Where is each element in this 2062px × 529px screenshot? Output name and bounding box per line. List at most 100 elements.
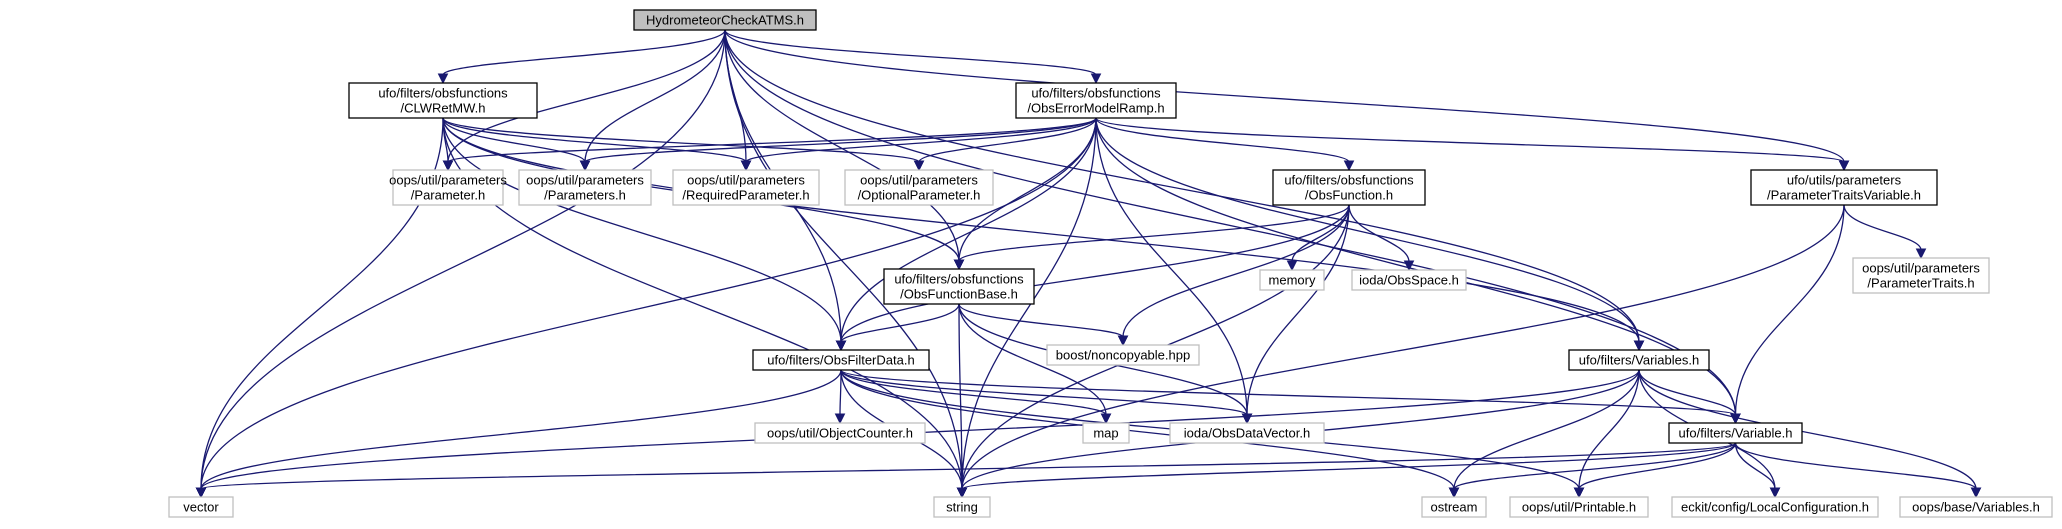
arrowhead-oem-to-params [579,160,591,172]
node-label-map-0: map [1093,426,1118,441]
arrowhead-root-to-oem [1090,73,1102,85]
node-label-root-0: HydrometeorCheckATMS.h [646,13,804,28]
node-params: oops/util/parameters/Parameters.h [518,169,652,206]
edge-root-to-oem [724,29,1097,76]
node-objcnt: oops/util/ObjectCounter.h [754,422,926,444]
node-box-obsspace [1351,269,1467,291]
node-oem[interactable]: ufo/filters/obsfunctions/ObsErrorModelRa… [1015,82,1177,119]
node-box-param [392,169,504,206]
node-clwret[interactable]: ufo/filters/obsfunctions/CLWRetMW.h [348,82,538,119]
node-label-param-1: /Parameter.h [411,188,485,203]
edge-oem-to-obsfunc [1095,117,1350,163]
node-label-reqparam-1: /RequiredParameter.h [682,188,809,203]
arrowhead-root-to-clwret [437,73,449,85]
node-ostream: ostream [1421,496,1487,518]
node-box-boostnc [1046,344,1200,366]
edge-root-to-vars [724,29,1640,343]
node-label-memory-0: memory [1269,273,1316,288]
node-localconf: eckit/config/LocalConfiguration.h [1671,496,1879,518]
arrowhead-var-to-localconf [1769,487,1781,499]
node-vars[interactable]: ufo/filters/Variables.h [1568,349,1710,371]
node-vector: vector [168,496,234,518]
node-box-basevars [1899,496,2053,518]
edge-oem-to-string [961,117,1097,490]
node-box-odv [1169,422,1325,444]
node-printable: oops/util/Printable.h [1509,496,1649,518]
node-label-var-0: ufo/filters/Variable.h [1679,426,1793,441]
node-label-param-0: oops/util/parameters [389,173,507,188]
arrowhead-oem-to-optparam [913,160,925,172]
node-optparam: oops/util/parameters/OptionalParameter.h [844,169,994,206]
node-label-localconf-0: eckit/config/LocalConfiguration.h [1681,500,1869,515]
node-label-boostnc-0: boost/noncopyable.hpp [1056,348,1190,363]
node-label-clwret-1: /CLWRetMW.h [401,101,486,116]
node-map: map [1082,422,1130,444]
edge-root-to-clwret [442,29,726,76]
arrowhead-ptv-to-ptraits [1915,248,1927,260]
edge-obsfunc-to-ofd [840,204,1350,343]
edge-oem-to-ptv [1095,117,1845,163]
node-box-params [518,169,652,206]
arrowhead-var-to-printable [1573,487,1585,499]
node-box-ptraits [1852,257,1990,294]
arrowhead-ofbase-to-ofd [835,340,847,352]
node-box-printable [1509,496,1649,518]
edge-obsfunc-to-obsspace [1348,204,1410,263]
arrowhead-obsfunc-to-obsspace [1403,260,1415,272]
node-label-clwret-0: ufo/filters/obsfunctions [378,86,508,101]
edge-ptv-to-ptraits [1843,204,1922,251]
arrowhead-oem-to-param [442,160,454,172]
arrowhead-oem-to-reqparam [740,160,752,172]
edge-var-to-string [961,442,1737,490]
node-ofbase[interactable]: ufo/filters/obsfunctions/ObsFunctionBase… [883,268,1035,305]
edge-vars-to-var [1638,369,1737,416]
node-var[interactable]: ufo/filters/Variable.h [1668,422,1803,444]
node-ptv[interactable]: ufo/utils/parameters/ParameterTraitsVari… [1750,169,1938,206]
node-string: string [933,496,991,518]
edge-root-to-vector [200,29,726,490]
node-label-optparam-0: oops/util/parameters [860,173,978,188]
node-label-reqparam-0: oops/util/parameters [687,173,805,188]
node-box-ptv [1750,169,1938,206]
node-label-params-1: /Parameters.h [544,188,626,203]
node-label-ofbase-1: /ObsFunctionBase.h [900,287,1018,302]
node-box-string [933,496,991,518]
arrowhead-var-to-ostream [1448,487,1460,499]
node-label-ptv-0: ufo/utils/parameters [1787,173,1902,188]
node-label-ostream-0: ostream [1431,500,1478,515]
node-ofd[interactable]: ufo/filters/ObsFilterData.h [752,349,930,371]
arrowhead-ofbase-to-boostnc [1117,335,1129,347]
node-label-optparam-1: /OptionalParameter.h [858,188,981,203]
edge-ofd-to-var [840,369,1737,416]
edge-root-to-ptv [724,29,1845,163]
node-box-map [1082,422,1130,444]
node-box-ostream [1421,496,1487,518]
node-boostnc: boost/noncopyable.hpp [1046,344,1200,366]
edge-clwret-to-vars [442,117,1640,343]
node-root: HydrometeorCheckATMS.h [633,9,817,31]
edge-obsfunc-to-memory [1291,204,1350,263]
edge-var-to-basevars [1734,442,1977,490]
edge-ofd-to-odv [840,369,1248,416]
node-label-objcnt-0: oops/util/ObjectCounter.h [767,426,913,441]
arrowhead-var-to-basevars [1970,487,1982,499]
node-box-optparam [844,169,994,206]
node-label-string-0: string [946,500,978,515]
node-box-ofd [752,349,930,371]
node-obsfunc[interactable]: ufo/filters/obsfunctions/ObsFunction.h [1272,169,1426,206]
arrowhead-var-to-vector [195,487,207,499]
edge-ptv-to-string [961,204,1845,490]
node-label-vars-0: ufo/filters/Variables.h [1579,353,1699,368]
node-box-var [1668,422,1803,444]
node-odv: ioda/ObsDataVector.h [1169,422,1325,444]
arrowhead-ofd-to-map [1100,413,1112,425]
edge-root-to-string [724,29,963,490]
edge-oem-to-params [584,117,1097,163]
edge-vars-to-basevars [1638,369,1977,490]
node-label-oem-0: ufo/filters/obsfunctions [1031,86,1161,101]
node-box-clwret [348,82,538,119]
edge-var-to-ostream [1453,442,1737,490]
edge-oem-to-vector [200,117,1097,490]
node-box-memory [1259,269,1325,291]
edge-ofbase-to-boostnc [958,303,1124,338]
